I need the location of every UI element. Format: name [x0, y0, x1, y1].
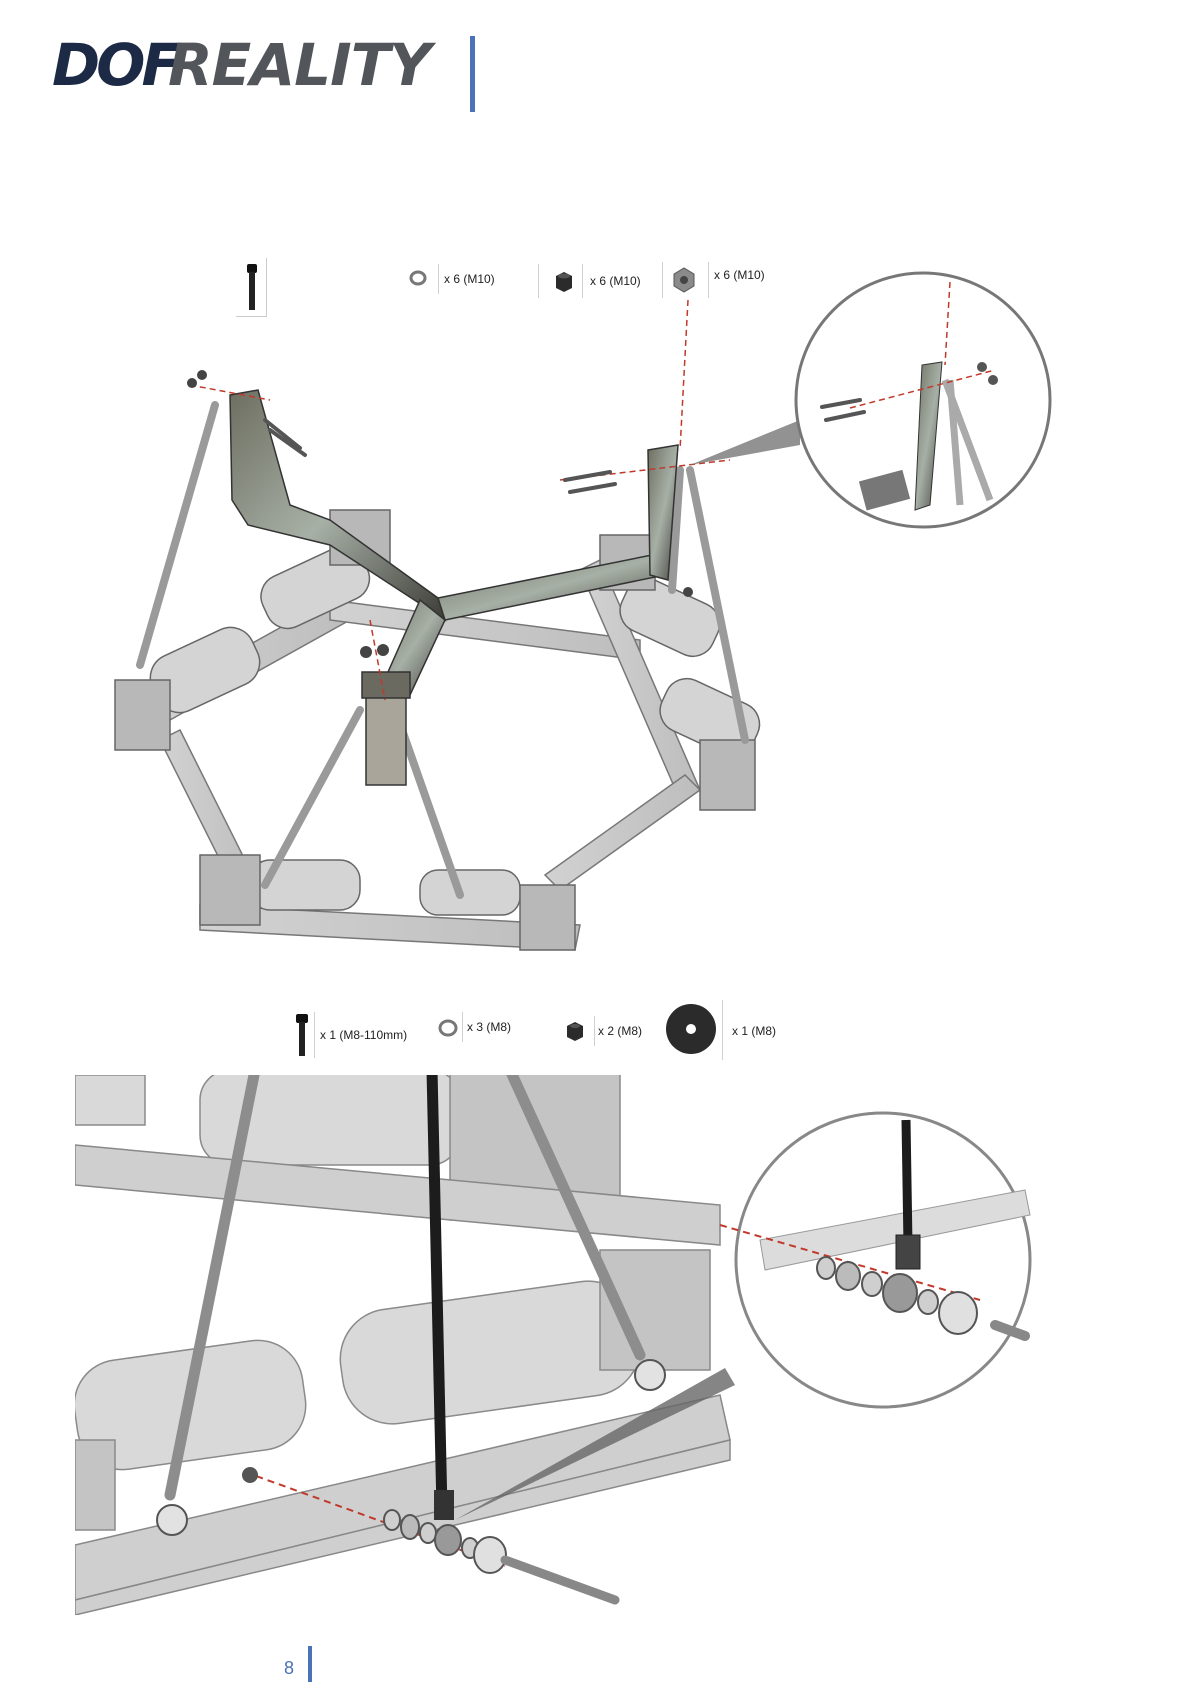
step2-detail-zoom — [720, 1113, 1030, 1407]
page-number: 8 — [284, 1658, 294, 1679]
footer-divider — [308, 1646, 312, 1682]
